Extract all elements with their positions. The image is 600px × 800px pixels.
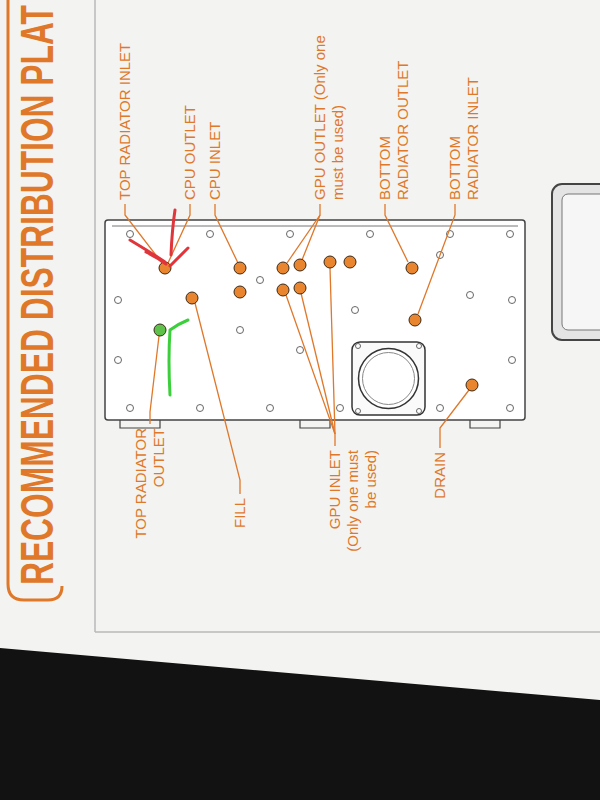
port — [294, 282, 306, 294]
screw-hole — [509, 357, 516, 364]
red-stroke — [146, 252, 166, 264]
screw-hole — [267, 405, 274, 412]
screw-hole — [507, 231, 514, 238]
leader-line — [195, 303, 240, 494]
plate-tab — [470, 420, 500, 428]
screw-hole — [437, 405, 444, 412]
screw-hole — [197, 405, 204, 412]
screw-hole — [356, 409, 361, 414]
leader-line — [215, 204, 238, 263]
screw-hole — [287, 231, 294, 238]
leader-line — [330, 268, 335, 434]
callout-label: FILL — [231, 498, 249, 558]
leader-line — [286, 295, 335, 446]
next-figure — [562, 194, 600, 330]
panel-border — [94, 0, 96, 632]
port — [294, 259, 306, 271]
screw-hole — [237, 327, 244, 334]
screw-hole — [115, 357, 122, 364]
red-stroke — [170, 248, 188, 266]
leader-line — [301, 293, 335, 434]
port — [406, 262, 418, 274]
callout-label: TOP RADIATOR INLET — [116, 25, 134, 200]
pump-opening — [363, 353, 415, 405]
distribution-plate — [105, 220, 525, 420]
screw-hole — [257, 277, 264, 284]
port — [466, 379, 478, 391]
red-stroke — [171, 210, 175, 255]
port — [277, 262, 289, 274]
port — [409, 314, 421, 326]
screw-hole — [467, 292, 474, 299]
screw-hole — [507, 405, 514, 412]
callout-label: TOP RADIATOR OUTLET — [132, 428, 168, 543]
port — [234, 262, 246, 274]
leader-line — [440, 390, 469, 448]
ports — [159, 256, 478, 391]
pump-mount — [352, 342, 425, 415]
next-figure — [552, 184, 600, 340]
leader-line — [125, 204, 162, 263]
screw-hole — [509, 297, 516, 304]
callout-label: CPU INLET — [206, 25, 224, 200]
diagram-title: RECOMMENDED DISTRIBUTION PLAT — [14, 5, 60, 585]
port — [234, 286, 246, 298]
port — [324, 256, 336, 268]
screw-hole — [352, 307, 359, 314]
callout-label: BOTTOM RADIATOR INLET — [446, 56, 482, 200]
screw-hole — [417, 409, 422, 414]
callout-label: DRAIN — [431, 452, 449, 532]
pump-opening — [359, 349, 419, 409]
monitor-bezel — [0, 648, 600, 800]
leader-line — [302, 204, 320, 260]
port — [344, 256, 356, 268]
callout-label: BOTTOM RADIATOR OUTLET — [376, 56, 412, 200]
green-annotation — [169, 320, 188, 395]
leader-line — [385, 204, 408, 262]
screw-hole — [115, 297, 122, 304]
screw-hole — [207, 231, 214, 238]
leader-line — [150, 336, 159, 424]
port — [277, 284, 289, 296]
leader-line — [418, 204, 455, 314]
red-annotation — [130, 210, 188, 266]
screw-hole — [356, 344, 361, 349]
screw-hole — [127, 405, 134, 412]
callout-label: GPU OUTLET (Only one must be used) — [311, 5, 347, 200]
screw-hole — [367, 231, 374, 238]
screw-hole — [297, 347, 304, 354]
marked-port — [154, 324, 166, 336]
leader-line — [287, 215, 320, 263]
screw-hole — [337, 405, 344, 412]
plate-tab — [300, 420, 330, 428]
panel-border — [95, 631, 600, 633]
title-bracket — [8, 0, 62, 600]
plate-tab — [120, 420, 160, 428]
screw-hole — [127, 231, 134, 238]
port — [186, 292, 198, 304]
leader-line — [168, 204, 190, 263]
leader-lines — [125, 204, 469, 494]
callout-label: GPU INLET (Only one must be used) — [326, 450, 380, 562]
callout-label: CPU OUTLET — [181, 25, 199, 200]
screw-hole — [417, 344, 422, 349]
screw-holes — [115, 231, 516, 414]
